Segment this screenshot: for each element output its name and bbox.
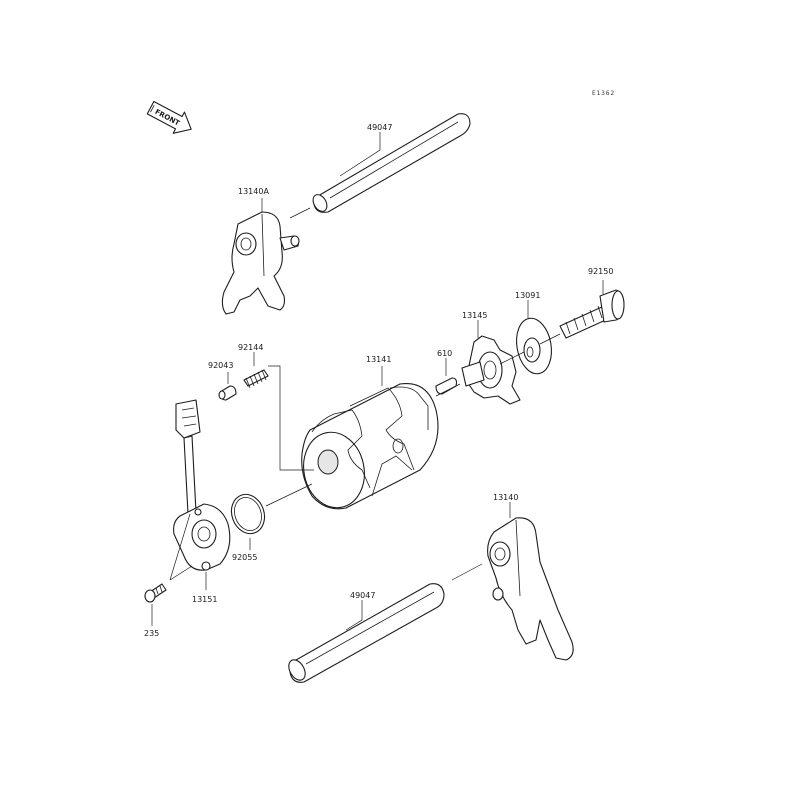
lower-shift-fork [487,517,574,661]
callout-washer: 13091 [515,291,540,300]
callout-sensor: 13151 [192,595,217,604]
callout-pin: 610 [437,349,452,358]
callout-upper-fork: 13140A [238,187,269,196]
leader-spring-drum [268,365,314,471]
lower-shift-shaft [288,583,445,683]
drum-pin [435,377,458,395]
leader-upper-shaft [339,132,381,177]
leader-upper-fork-dash [289,207,311,219]
gear-position-sensor [173,399,231,571]
callout-screw: 235 [144,629,159,638]
sensor-screw [144,583,167,603]
drum-axis-line [435,333,561,397]
leader-oring-drum [265,483,313,507]
diagram-code: E1362 [592,90,615,97]
callout-drum: 13141 [366,355,391,364]
o-ring [230,493,266,535]
callout-lower-fork: 13140 [493,493,518,502]
detent-pin [218,385,237,401]
upper-shift-fork [221,211,300,315]
front-arrow-icon: FRONT [146,100,192,134]
upper-shift-shaft [312,113,471,213]
callout-detent-pin: 92043 [208,361,233,370]
drum-washer [516,317,552,375]
leader-lower-shaft [345,600,363,631]
leader-sensor-screw [169,513,193,581]
callout-drum-cam: 13145 [462,311,487,320]
callout-bolt: 92150 [588,267,613,276]
leader-lower-shaft-dash [451,563,483,581]
callout-lower-shaft: 49047 [350,591,375,600]
shift-drum [301,382,439,510]
detent-spring [243,369,269,389]
callout-upper-shaft: 49047 [367,123,392,132]
drum-cam-plate [461,335,521,405]
drum-bolt [559,289,625,339]
callout-spring: 92144 [238,343,263,352]
callout-oring: 92055 [232,553,257,562]
